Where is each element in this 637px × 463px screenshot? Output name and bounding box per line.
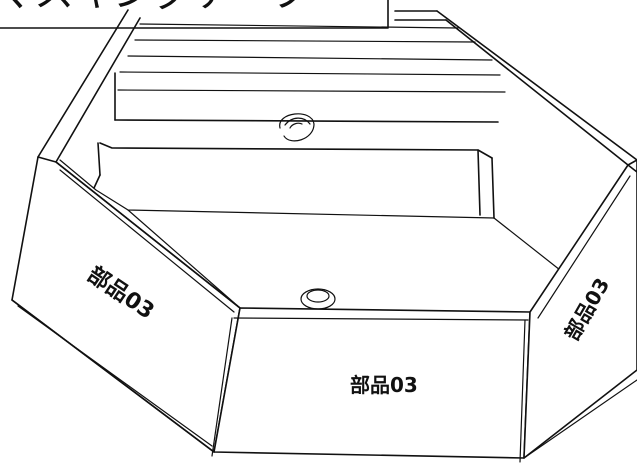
- title-box: マスキングテープ: [0, 0, 389, 29]
- right-panel: [523, 159, 637, 459]
- title-text: マスキングテープ: [0, 0, 310, 16]
- front-panel-label: 部品03: [350, 373, 418, 397]
- hole-upper: [279, 113, 315, 142]
- hole-lower: [300, 288, 336, 310]
- tray-rim: [37, 9, 637, 166]
